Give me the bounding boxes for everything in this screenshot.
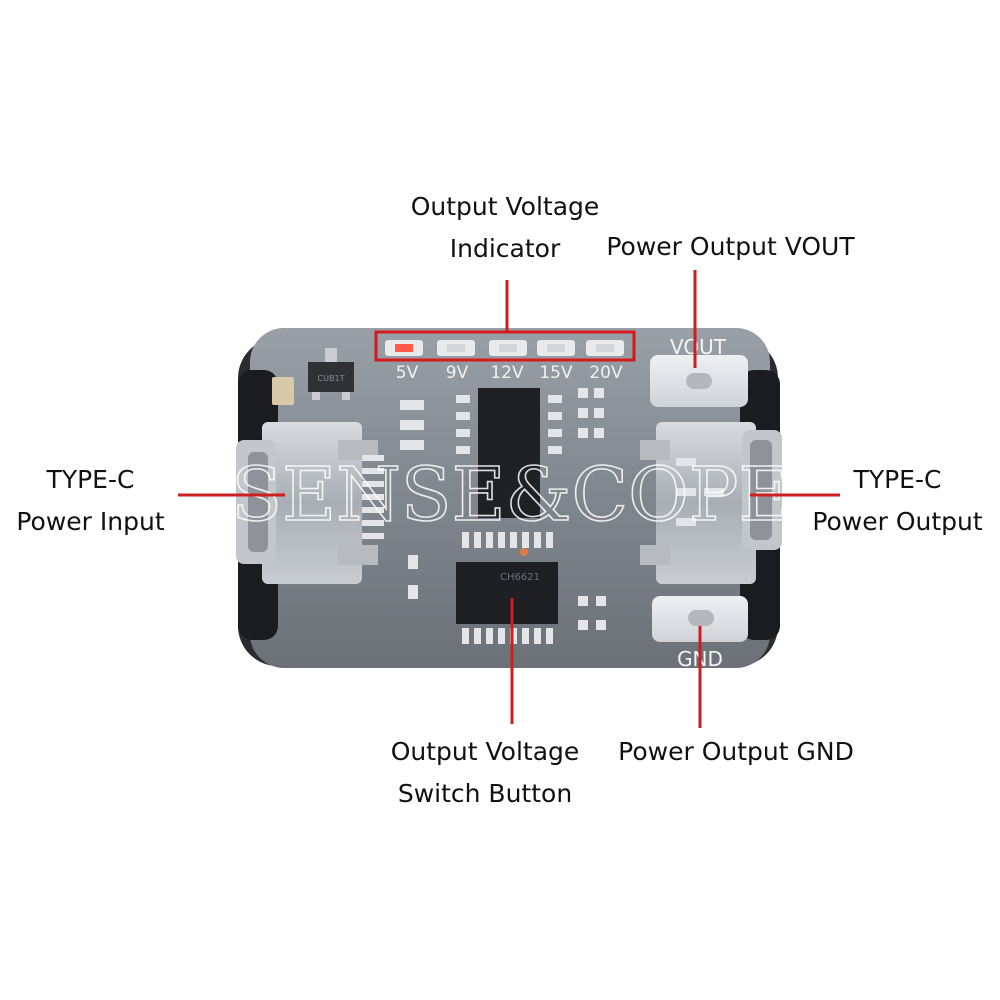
callout-output-voltage-switch-button: Output Voltage Switch Button: [390, 737, 580, 808]
vout-pad: VOUT: [650, 335, 748, 407]
callout-power-output-gnd: Power Output GND: [618, 737, 854, 766]
led-label-5v: 5V: [396, 363, 419, 383]
chip-pin-row: [462, 532, 553, 644]
svg-text:CH6621: CH6621: [500, 572, 540, 583]
gnd-pad: GND: [652, 596, 748, 671]
callout-lines: [178, 270, 840, 728]
usb-c-input-port: [236, 422, 384, 584]
controller-chip: [478, 388, 540, 518]
regulator-chip: CUB1T: [308, 348, 354, 400]
indicator-dot: [520, 548, 528, 556]
svg-text:CUB1T: CUB1T: [318, 374, 345, 383]
callout-power-output-vout: Power Output VOUT: [606, 232, 855, 261]
led-5v: [395, 344, 413, 352]
callout-output-voltage-indicator: Output Voltage Indicator: [410, 192, 600, 263]
pcb-board: 5V 9V 12V 15V 20V CUB1T: [231, 328, 793, 671]
led-9v: [447, 344, 465, 352]
led-12v: [499, 344, 517, 352]
capacitor: [272, 377, 294, 405]
watermark-logo: SENSE&COPE: [231, 452, 792, 538]
led-label-9v: 9V: [446, 363, 469, 383]
vout-silkscreen: VOUT: [670, 335, 727, 359]
led-20v: [596, 344, 614, 352]
callout-typec-power-output: TYPE-C Power Output: [812, 465, 983, 536]
switch-chip: CH6621: [456, 562, 558, 624]
led-15v: [547, 344, 565, 352]
callout-typec-power-input: TYPE-C Power Input: [16, 465, 165, 536]
led-label-20v: 20V: [589, 363, 623, 383]
led-label-12v: 12V: [490, 363, 524, 383]
usb-c-output-port: [640, 422, 782, 584]
smd-pads: [400, 388, 606, 630]
led-label-15v: 15V: [539, 363, 573, 383]
led-highlight-box: [374, 330, 636, 362]
led-row: 5V 9V 12V 15V 20V: [385, 340, 624, 383]
